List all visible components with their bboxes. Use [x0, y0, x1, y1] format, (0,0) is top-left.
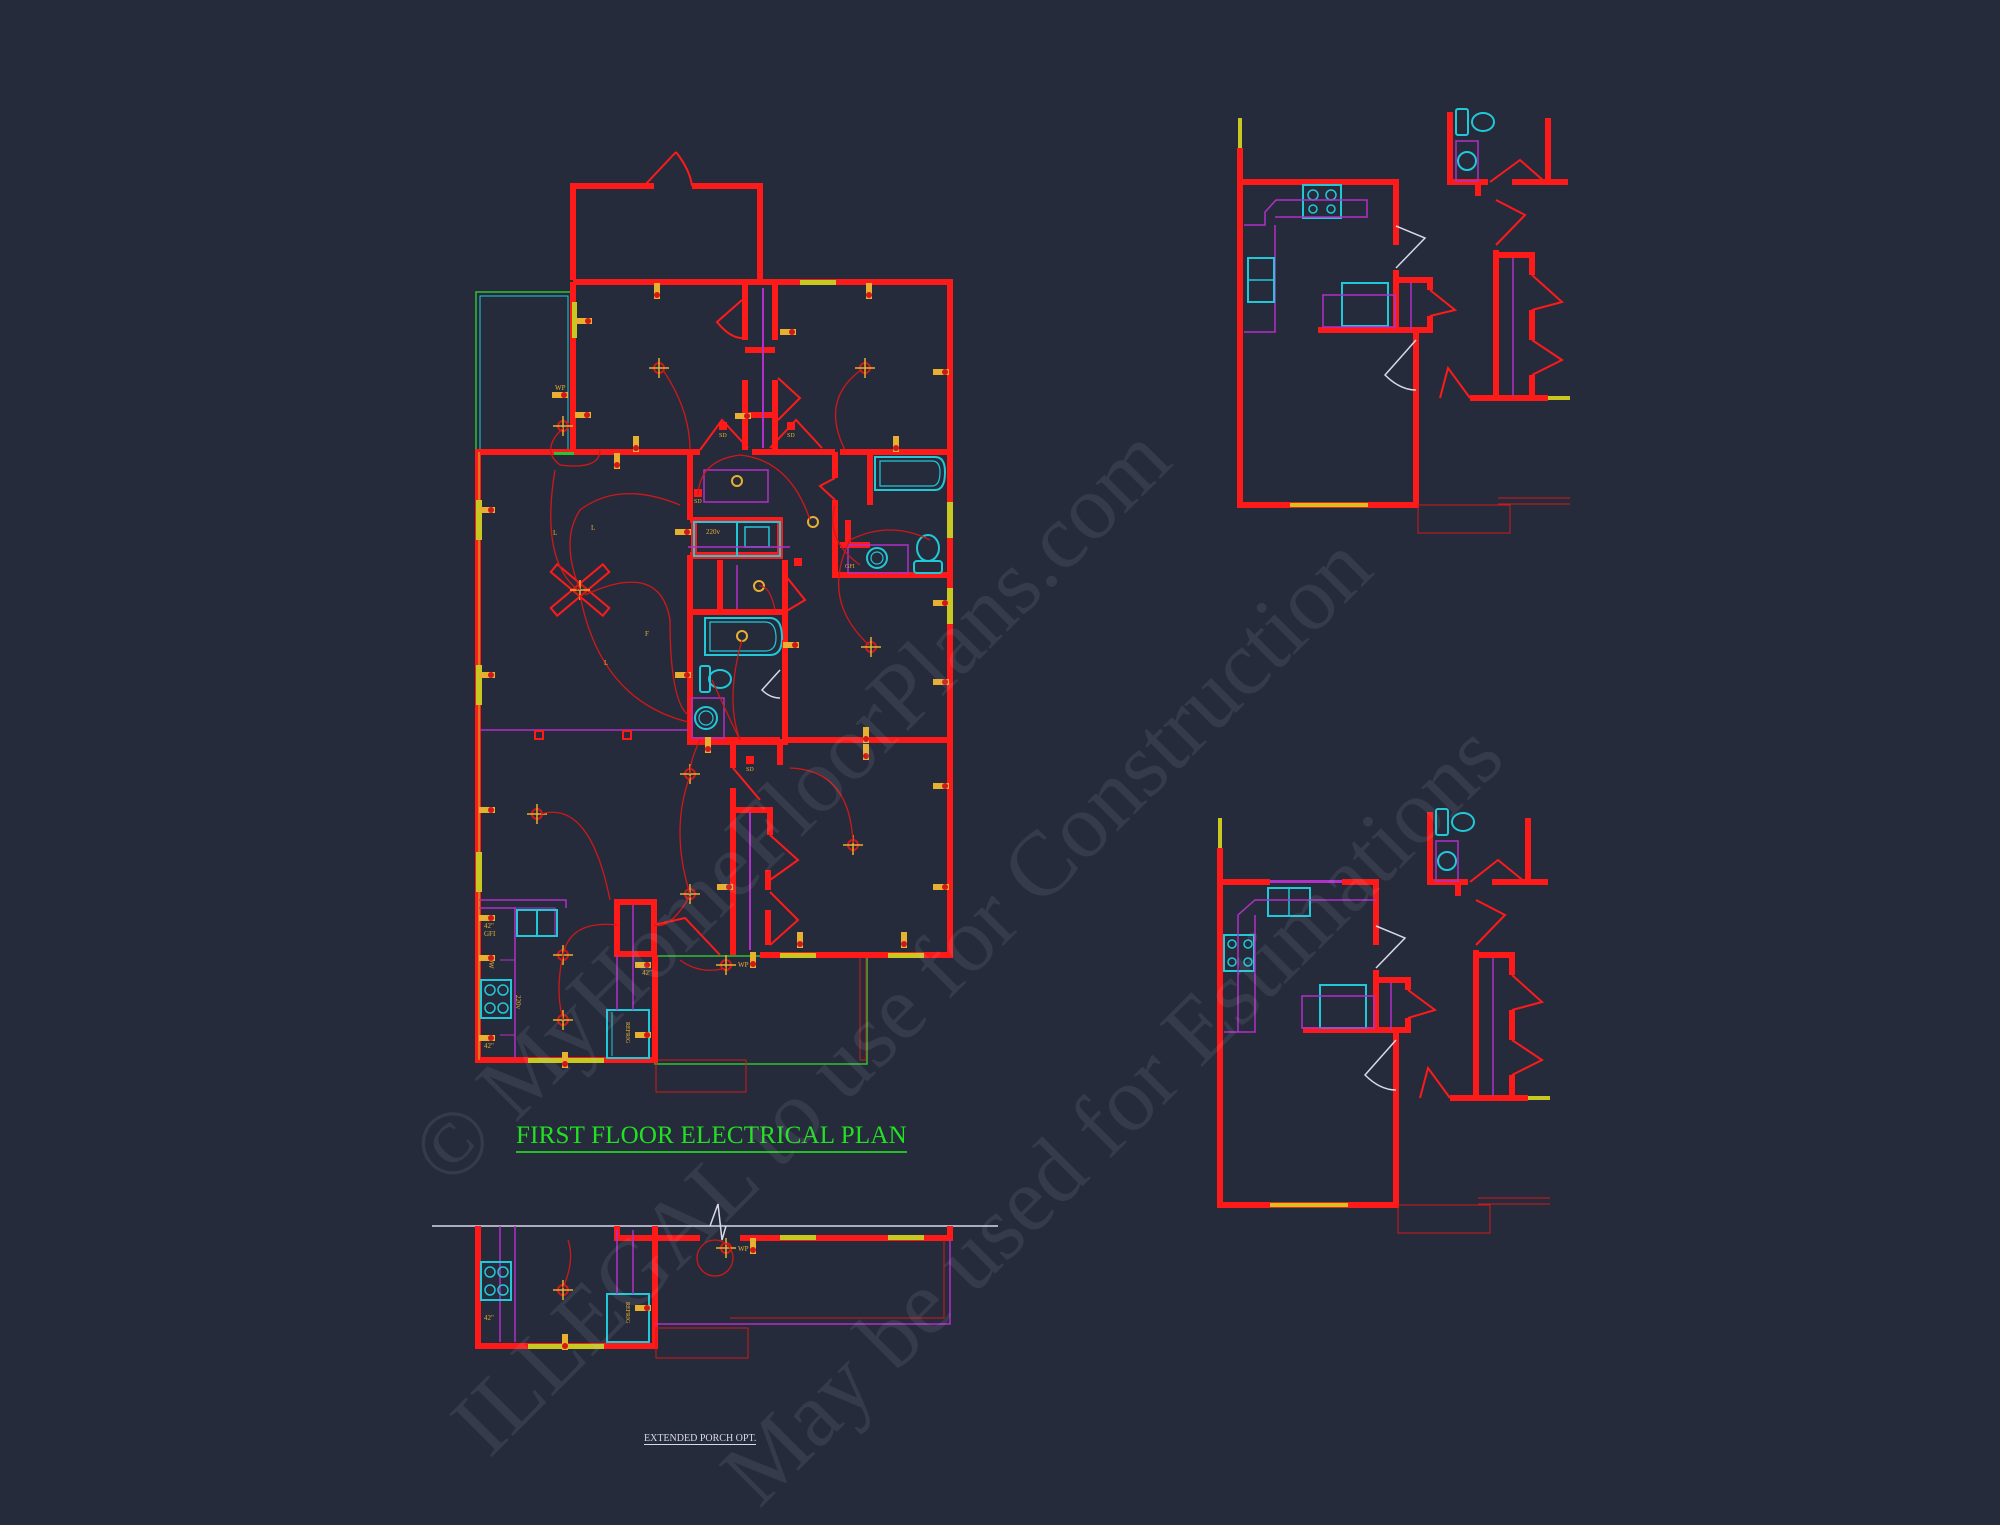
porch-option-title: EXTENDED PORCH OPT. — [644, 1433, 757, 1445]
wire-label-l3: L — [604, 659, 608, 667]
label-wp-porch-opt: WP — [738, 1245, 749, 1253]
wire-label-l1: L — [553, 529, 557, 537]
wire-label-f: F — [645, 630, 649, 638]
wire-label-l2: L — [591, 524, 595, 532]
label-porch-42: 42" — [484, 1314, 494, 1322]
drawing-title: FIRST FLOOR ELECTRICAL PLAN — [516, 1122, 907, 1153]
porch-option-plan: WP 42" REFRIG — [432, 1203, 998, 1359]
label-porch-refrig: REFRIG — [624, 1302, 630, 1324]
label-220v: 220v — [706, 528, 721, 536]
label-sd-bed1: SD — [719, 433, 727, 439]
label-dw: DW — [487, 957, 495, 969]
main-floor-plan: 220v SD GFI — [475, 151, 953, 1093]
label-sd: SD — [694, 499, 702, 505]
label-kitchen-gfi: GFI — [484, 930, 496, 938]
label-kitchen-220v: 220v — [514, 995, 522, 1010]
label-pantry-42: 42" — [642, 969, 652, 977]
label-gfi: GFI — [845, 564, 855, 570]
label-kitchen-42-b: 42" — [484, 1042, 494, 1050]
label-wp-rear: WP — [738, 961, 749, 969]
label-sd-bed2: SD — [787, 433, 795, 439]
label-kitchen-42-a: 42" — [484, 922, 494, 930]
label-sd-hall: SD — [746, 767, 754, 773]
alt-kitchen-layout-b — [1217, 808, 1550, 1234]
label-refrig: REFRIG — [624, 1022, 630, 1044]
ceiling-fan-icon — [549, 562, 611, 618]
alt-kitchen-layout-a — [1237, 108, 1570, 534]
label-wp-porch: WP — [555, 384, 566, 392]
